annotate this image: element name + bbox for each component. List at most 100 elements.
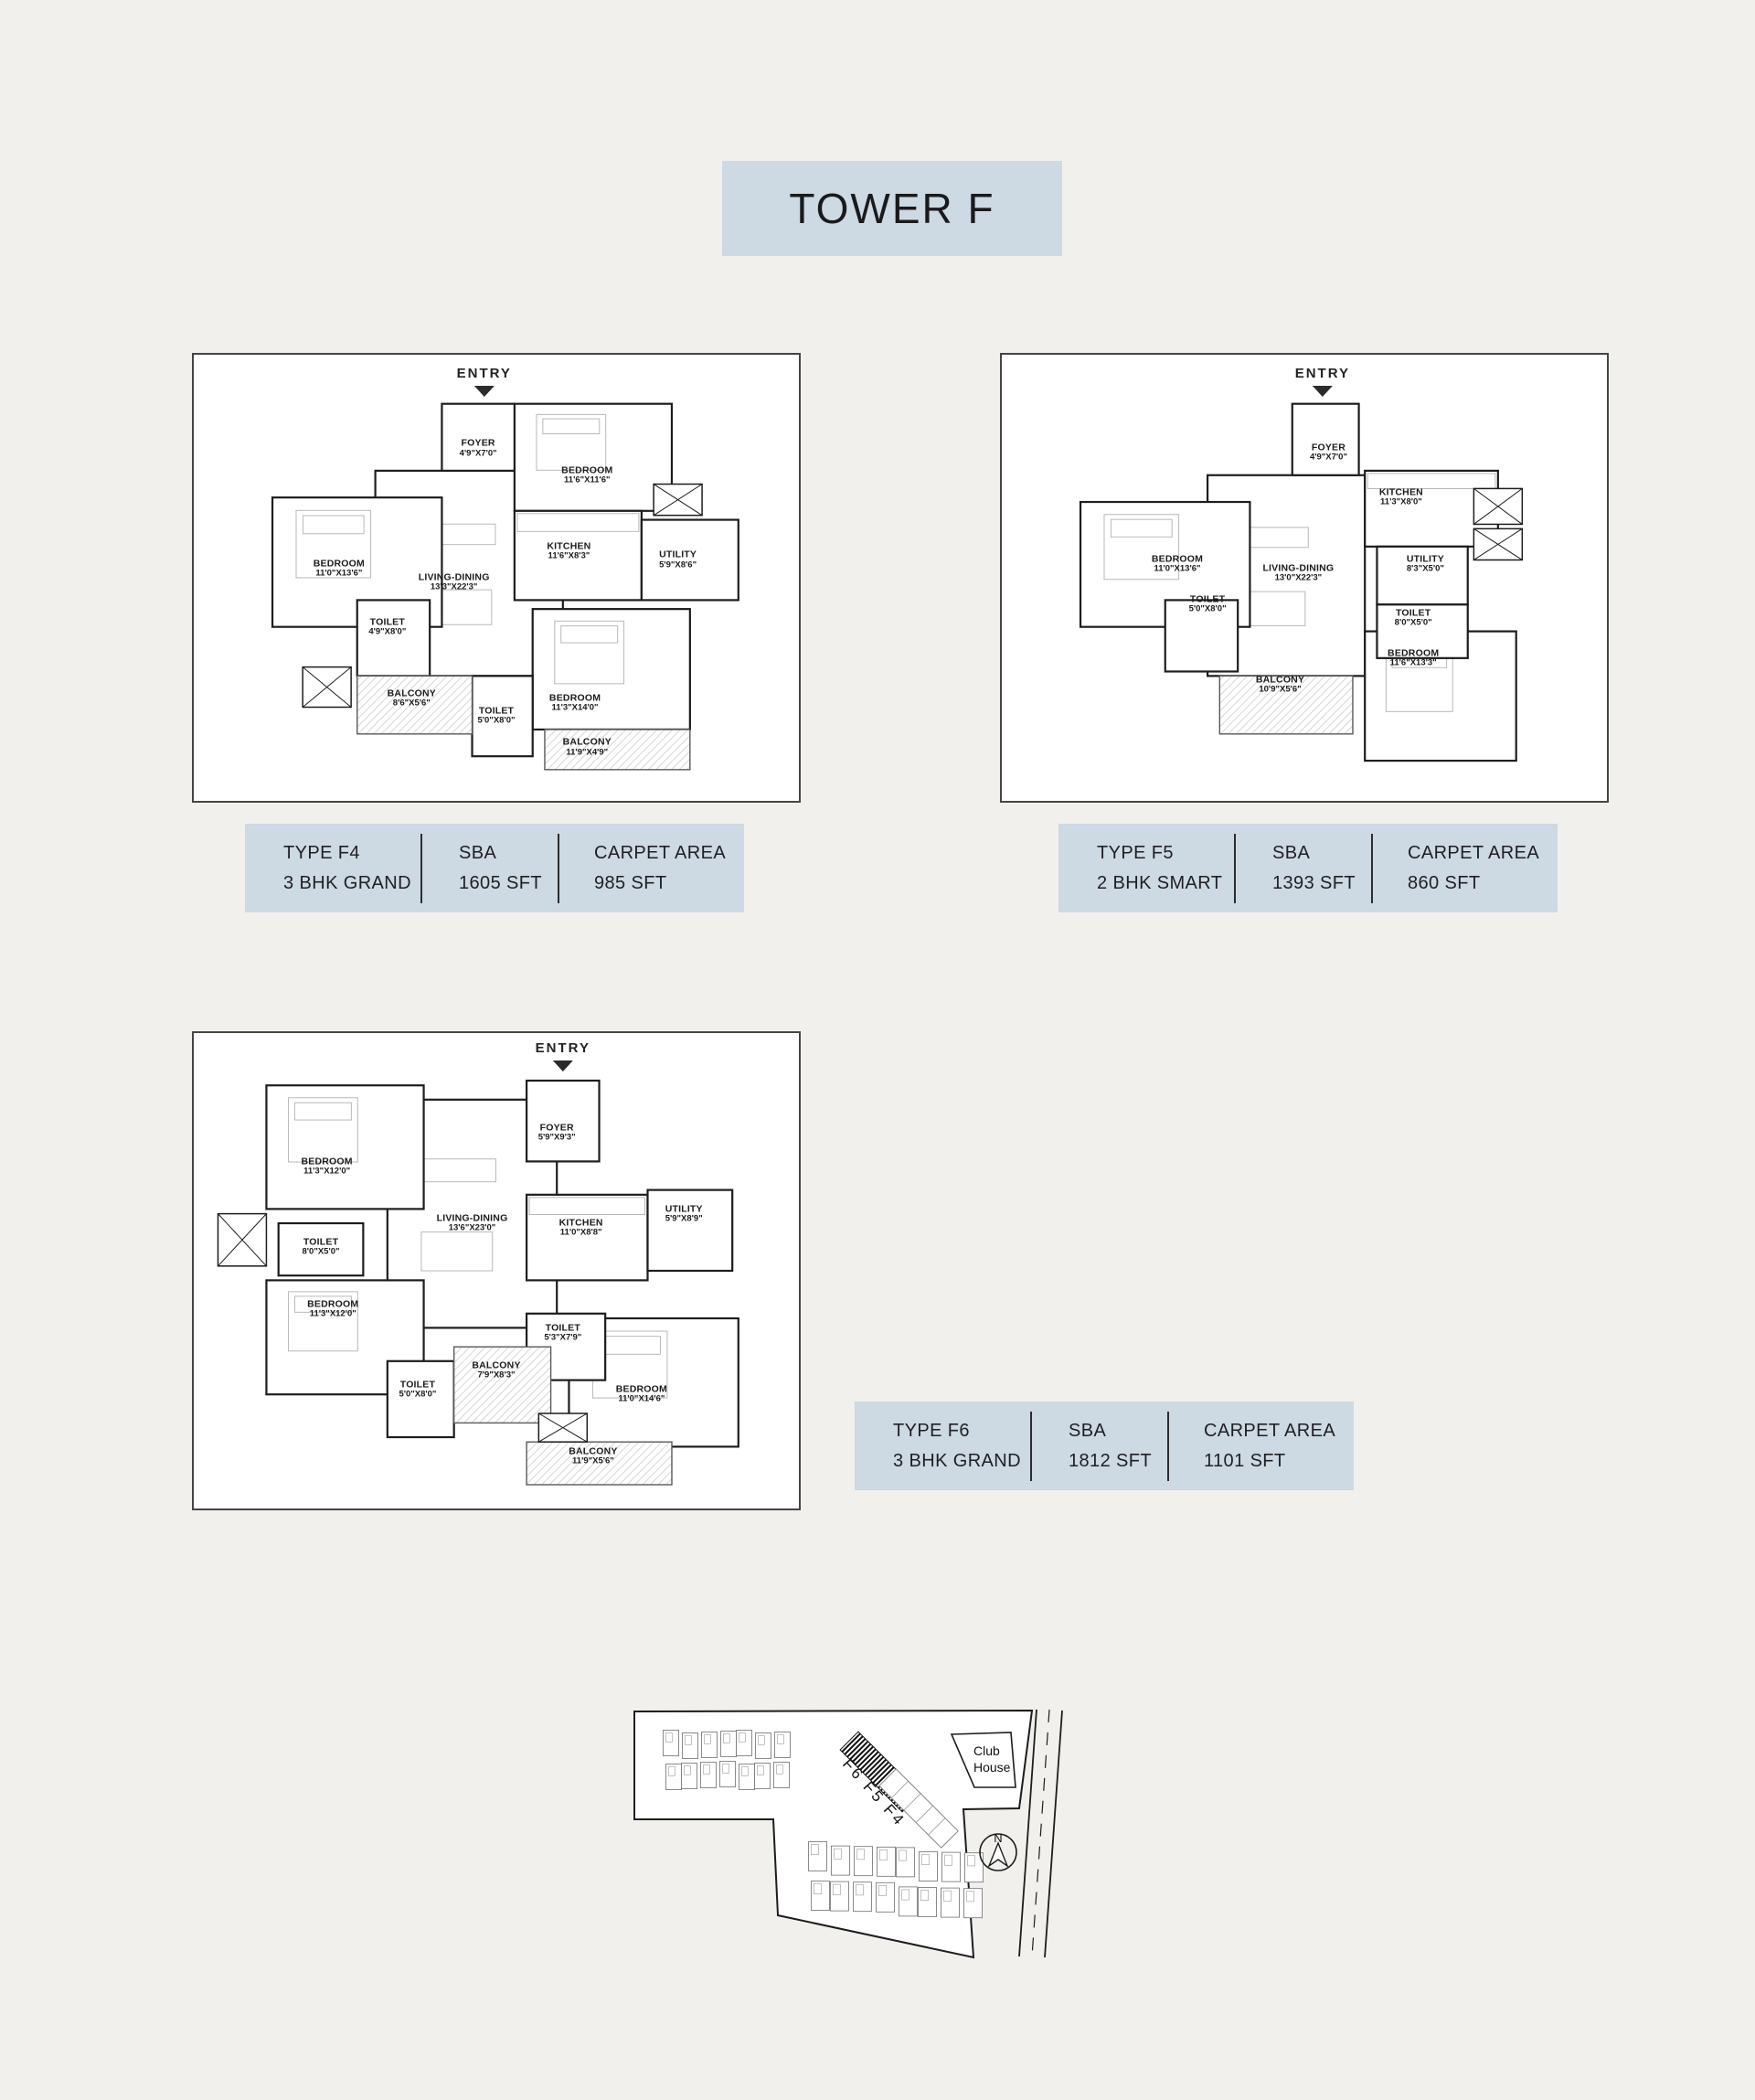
floorplan-f4-drawing bbox=[271, 402, 739, 771]
club-house-label: House bbox=[973, 1760, 1011, 1775]
info-type-value: 3 BHK GRAND bbox=[893, 1450, 1021, 1471]
entry-marker: ENTRY bbox=[457, 366, 512, 398]
room-outline bbox=[1164, 599, 1239, 673]
dining-table-icon bbox=[420, 1231, 494, 1272]
room-name: BALCONY bbox=[562, 736, 612, 748]
entry-arrow-icon bbox=[552, 1060, 573, 1071]
info-cell-carpet: CARPET AREA 1101 SFT bbox=[1169, 1402, 1354, 1490]
divider bbox=[1030, 1411, 1032, 1481]
room-name: KITCHEN bbox=[1378, 486, 1423, 498]
room-outline bbox=[441, 402, 516, 472]
unit-block bbox=[808, 1841, 827, 1871]
unit-block bbox=[941, 1851, 961, 1882]
info-carpet-value: 860 SFT bbox=[1408, 872, 1481, 893]
room-outline bbox=[1376, 603, 1469, 659]
unit-detail bbox=[920, 1890, 929, 1901]
room-name: TOILET bbox=[369, 616, 405, 628]
unit-detail bbox=[833, 1883, 841, 1895]
room-name: BALCONY bbox=[569, 1445, 618, 1457]
room-name: TOILET bbox=[545, 1322, 580, 1334]
bed-icon bbox=[536, 413, 607, 471]
counter-icon bbox=[1367, 473, 1496, 489]
room-outline bbox=[513, 509, 643, 602]
room-balcony bbox=[452, 1346, 552, 1424]
room-name: LIVING-DINING bbox=[418, 571, 490, 583]
room-outline bbox=[513, 402, 674, 512]
unit-block bbox=[853, 1881, 872, 1913]
room-name: BEDROOM bbox=[301, 1156, 353, 1167]
shaft bbox=[302, 666, 352, 709]
room-outline bbox=[531, 608, 691, 731]
entry-arrow-icon bbox=[473, 386, 495, 398]
shaft bbox=[1473, 487, 1524, 526]
room-dimension: 4'9"X7'0" bbox=[459, 448, 497, 459]
room-dimension: 13'0"X22'3" bbox=[1274, 572, 1323, 583]
unit-detail bbox=[722, 1764, 729, 1774]
unit-detail bbox=[685, 1735, 692, 1745]
room-outline bbox=[277, 1221, 365, 1277]
unit-detail bbox=[703, 1764, 710, 1775]
info-carpet-value: 1101 SFT bbox=[1204, 1450, 1286, 1471]
room-name: UTILITY bbox=[1406, 553, 1444, 565]
room-name: FOYER bbox=[1311, 442, 1346, 453]
info-sba-label: SBA bbox=[1272, 842, 1311, 863]
north-arrow-icon bbox=[987, 1841, 1009, 1868]
room-foyer bbox=[526, 1079, 601, 1163]
room-name: BEDROOM bbox=[1388, 647, 1440, 659]
room-outline bbox=[640, 518, 739, 602]
room-kitchen bbox=[513, 509, 643, 602]
entry-label: ENTRY bbox=[1294, 366, 1350, 382]
room-name: BEDROOM bbox=[313, 558, 365, 570]
room-name: BEDROOM bbox=[615, 1383, 667, 1395]
unit-detail bbox=[901, 1889, 909, 1901]
room-dimension: 13'3"X22'3" bbox=[430, 581, 478, 592]
room-dimension: 11'0"X14'6" bbox=[618, 1393, 665, 1404]
bed-icon bbox=[1103, 514, 1180, 581]
room-outline bbox=[526, 1193, 649, 1282]
unit-detail bbox=[668, 1766, 675, 1776]
info-cell-sba: SBA 1605 SFT bbox=[422, 824, 558, 912]
room-name: LIVING-DINING bbox=[1262, 562, 1335, 574]
shaft-x-line bbox=[653, 484, 703, 517]
room-dimension: 5'0"X8'0" bbox=[399, 1389, 437, 1400]
room-name: TOILET bbox=[303, 1236, 339, 1248]
road-edge bbox=[1044, 1710, 1063, 1958]
unit-block bbox=[941, 1887, 960, 1918]
room-balcony bbox=[1218, 675, 1354, 735]
unit-detail bbox=[704, 1734, 711, 1744]
info-cell-sba: SBA 1812 SFT bbox=[1032, 1402, 1167, 1490]
page-title: TOWER F bbox=[789, 185, 995, 232]
room-toilet bbox=[356, 599, 431, 677]
counter-icon bbox=[528, 1197, 646, 1216]
unit-detail bbox=[879, 1849, 888, 1860]
info-sba-value: 1812 SFT bbox=[1069, 1450, 1153, 1471]
unit-detail bbox=[665, 1732, 673, 1743]
unit-block bbox=[877, 1846, 896, 1877]
room-name: BEDROOM bbox=[1151, 553, 1204, 565]
floorplan-f6-drawing bbox=[217, 1079, 739, 1486]
unit-block bbox=[773, 1762, 790, 1788]
unit-detail bbox=[856, 1849, 865, 1860]
unit-block bbox=[754, 1763, 771, 1789]
bed-icon bbox=[554, 620, 625, 685]
club-house-outline bbox=[950, 1732, 1016, 1788]
road-center-line bbox=[1031, 1709, 1050, 1957]
